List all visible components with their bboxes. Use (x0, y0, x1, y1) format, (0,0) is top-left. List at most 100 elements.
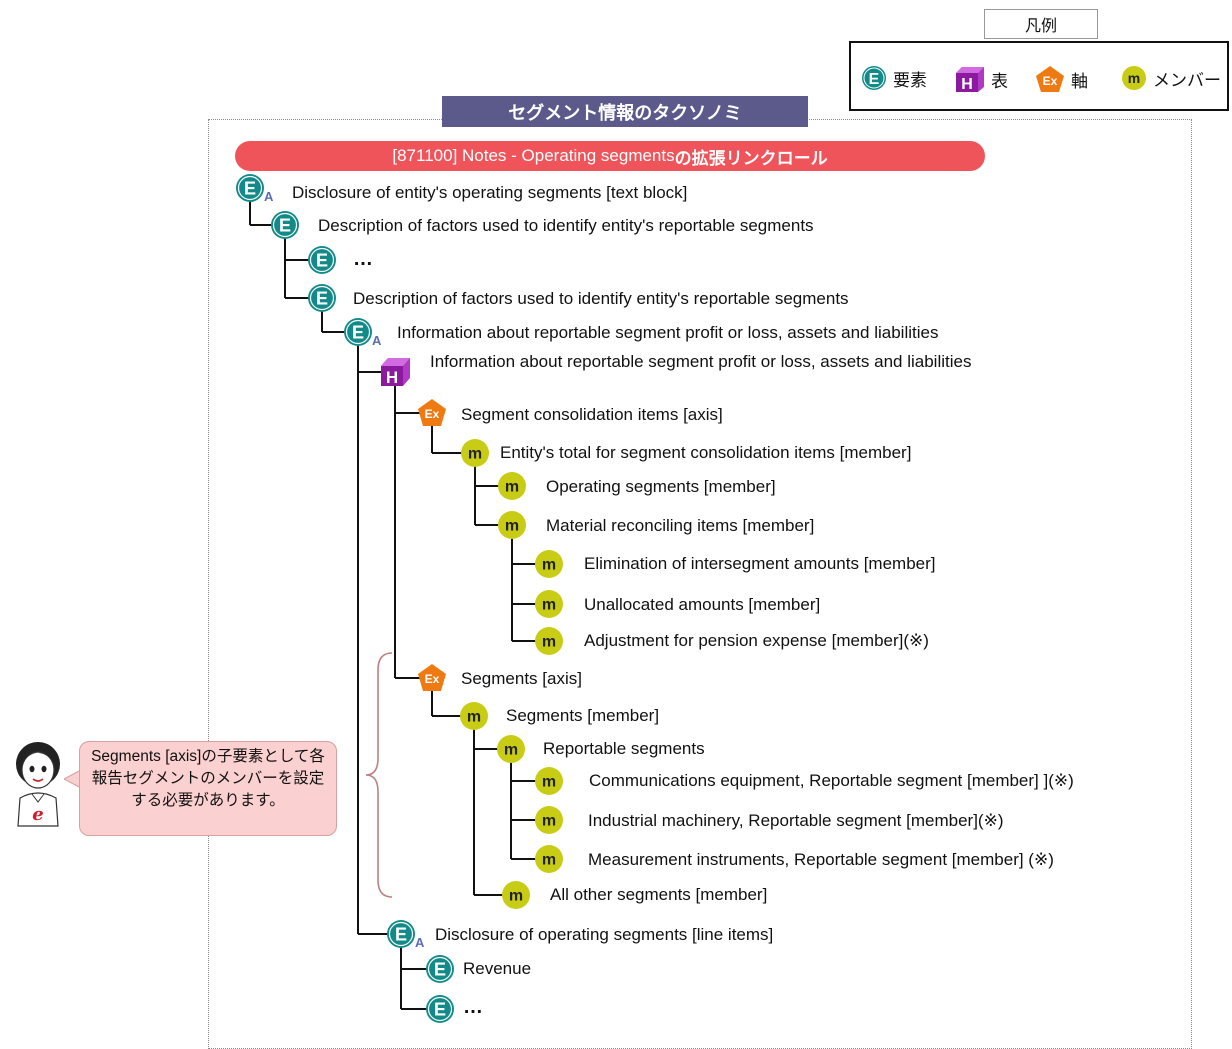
connector-line (511, 858, 537, 860)
svg-text:H: H (961, 76, 973, 93)
axis-icon: Ex (418, 399, 446, 426)
connector-line (512, 603, 537, 605)
connector-line (473, 728, 475, 895)
tree-node-label: Segments [member] (506, 706, 660, 725)
legend-box: E 要素 H 表 Ex 軸 m メンバー (849, 41, 1229, 111)
member-icon: m (502, 881, 530, 909)
connector-line (475, 524, 500, 526)
svg-text:m: m (468, 446, 482, 463)
svg-text:Ex: Ex (1043, 74, 1058, 88)
svg-text:m: m (505, 518, 519, 535)
legend-item-element: E 要素 (861, 65, 927, 91)
legend-item-hypercube: H 表 (955, 65, 1008, 93)
tree-node-label: Description of factors used to identify … (353, 289, 849, 308)
speech-bubble: Segments [axis]の子要素として各報告セグメントのメンバーを設定する… (79, 741, 337, 836)
member-icon: m (535, 550, 563, 578)
svg-text:E: E (434, 960, 446, 980)
tree-node-label: Measurement instruments, Reportable segm… (588, 850, 1054, 869)
svg-text:E: E (434, 1000, 446, 1020)
svg-text:m: m (542, 852, 556, 869)
tree-node-label: Material reconciling items [member] (546, 516, 815, 535)
legend-label-hypercube: 表 (991, 71, 1008, 91)
legend-label-element: 要素 (893, 70, 927, 90)
connector-line (395, 677, 420, 679)
tree-node-label: Industrial machinery, Reportable segment… (588, 811, 1004, 830)
connector-line (358, 933, 389, 935)
tree-node-label: Revenue (463, 959, 532, 978)
connector-line (395, 412, 420, 414)
legend-title: 凡例 (984, 9, 1098, 39)
legend-item-member: m メンバー (1121, 65, 1221, 91)
member-icon: m (535, 767, 563, 795)
element-icon: E (387, 920, 415, 948)
connector-line (475, 485, 500, 487)
svg-text:m: m (542, 813, 556, 830)
connector-line (284, 237, 286, 298)
abstract-marker: A (264, 189, 274, 204)
member-icon: m (498, 511, 526, 539)
svg-text:m: m (467, 709, 481, 726)
legend-item-axis: Ex 軸 (1035, 65, 1088, 93)
abstract-marker: A (415, 935, 425, 950)
svg-text:E: E (279, 216, 291, 236)
connector-line (474, 894, 504, 896)
tree-node-label: Adjustment for pension expense [member](… (584, 631, 929, 650)
tree-node-label: Elimination of intersegment amounts [mem… (584, 554, 936, 573)
connector-line (431, 425, 433, 453)
tree-node-label: Description of factors used to identify … (318, 216, 814, 235)
connector-line (285, 259, 310, 261)
tree-node-label: Segment consolidation items [axis] (461, 405, 723, 424)
member-icon: m (1122, 66, 1146, 90)
connector-line (510, 761, 512, 859)
connector-line (431, 690, 433, 716)
svg-text:H: H (386, 368, 398, 387)
role-prefix: [871100] Notes - Operating segments (392, 146, 675, 165)
connector-line (511, 537, 513, 641)
connector-line (250, 224, 273, 226)
connector-line (321, 310, 323, 332)
tree-node-label: Unallocated amounts [member] (584, 595, 821, 614)
tree-node-label: Operating segments [member] (546, 477, 776, 496)
member-icon: m (460, 702, 488, 730)
tree-node-label: Information about reportable segment pro… (397, 323, 939, 342)
element-icon: E (271, 211, 299, 239)
svg-text:m: m (1128, 70, 1140, 86)
svg-text:Ex: Ex (425, 407, 440, 421)
element-icon: E (236, 174, 264, 202)
hypercube-icon: H (381, 358, 410, 387)
connector-line (401, 968, 428, 970)
svg-text:m: m (542, 597, 556, 614)
tree-node-label: Entity's total for segment consolidation… (500, 443, 912, 462)
svg-text:m: m (505, 479, 519, 496)
element-icon: E (862, 66, 886, 90)
element-icon: E (308, 284, 336, 312)
element-icon: E (426, 995, 454, 1023)
svg-text:E: E (352, 323, 364, 343)
element-icon: E (308, 246, 336, 274)
avatar-letter: e (32, 804, 43, 825)
svg-text:m: m (504, 742, 518, 759)
svg-text:E: E (244, 179, 256, 199)
taxonomy-banner: セグメント情報のタクソノミ (442, 96, 808, 127)
svg-text:E: E (869, 71, 880, 88)
connector-line (357, 344, 359, 934)
connector-line (512, 563, 537, 565)
tree-node-label: Disclosure of entity's operating segment… (292, 183, 688, 202)
connector-line (285, 297, 310, 299)
tree-node-label: Information about reportable segment pro… (430, 352, 972, 371)
connector-line (322, 331, 346, 333)
svg-text:E: E (316, 289, 328, 309)
member-icon: m (498, 472, 526, 500)
element-icon: E (344, 318, 372, 346)
connector-line (358, 371, 383, 373)
connector-line (394, 384, 396, 678)
axis-icon: Ex (418, 664, 446, 691)
tree-node-label: Disclosure of operating segments [line i… (435, 925, 774, 944)
abstract-marker: A (372, 333, 382, 348)
tree-node-label: All other segments [member] (550, 885, 768, 904)
svg-text:Ex: Ex (425, 672, 440, 686)
tree-node-label: Segments [axis] (461, 669, 582, 688)
curly-brace (365, 652, 393, 898)
member-icon: m (497, 735, 525, 763)
